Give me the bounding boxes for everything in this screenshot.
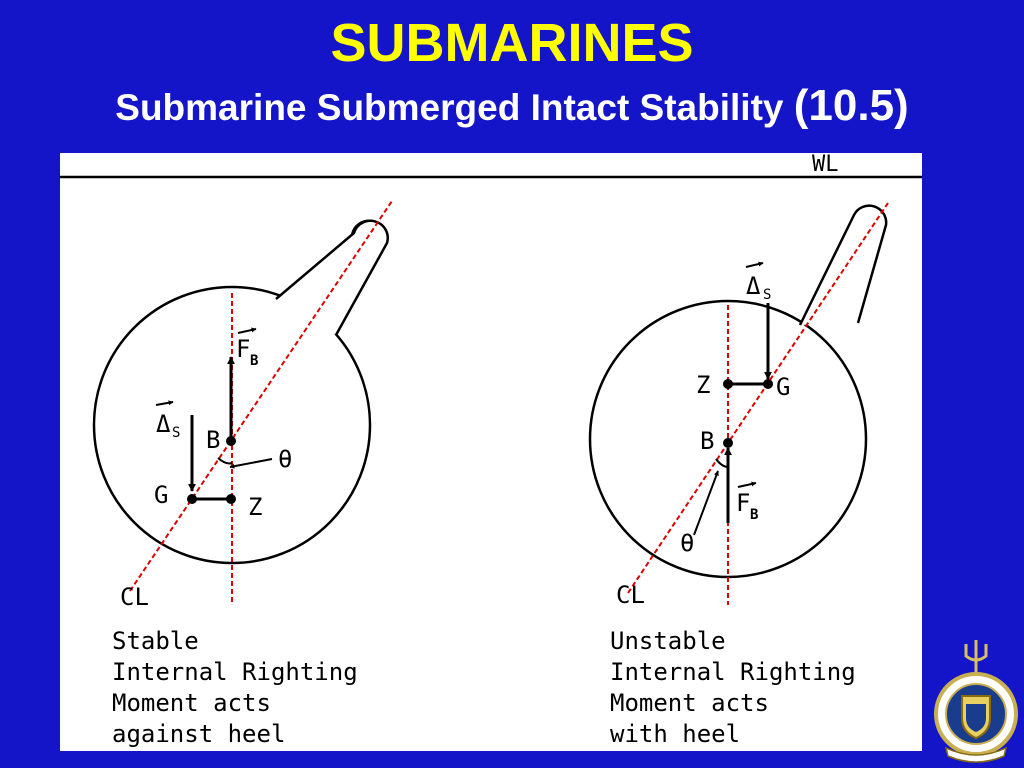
unstable-caption-line-4: with heel	[610, 720, 740, 748]
unstable-angle-pointer	[693, 470, 719, 536]
unstable-displacement-label: Δ	[746, 272, 761, 300]
stable-centerline-label: CL	[120, 583, 149, 611]
unstable-point-b-label: B	[700, 427, 714, 455]
page-title: SUBMARINES	[330, 13, 694, 73]
stable-point-z	[226, 494, 236, 504]
naval-academy-crest-logo	[934, 640, 1018, 763]
unstable-buoyancy-sub: B	[750, 507, 758, 523]
stable-caption-line-2: Internal Righting	[112, 658, 358, 686]
unstable-heeled-centerline	[627, 202, 889, 594]
unstable-point-g-label: G	[776, 373, 790, 401]
unstable-caption-line-1: Unstable	[610, 627, 726, 655]
stable-point-g-label: G	[154, 481, 168, 509]
unstable-caption-line-2: Internal Righting	[610, 658, 856, 686]
unstable-point-g	[763, 379, 773, 389]
stable-angle-arc	[217, 457, 233, 465]
unstable-angle-label: θ	[680, 529, 694, 557]
unstable-point-b	[723, 438, 733, 448]
stable-point-b-label: B	[206, 426, 220, 454]
subtitle-text: Submarine Submerged Intact Stability	[115, 87, 784, 128]
unstable-angle-arc	[715, 458, 729, 468]
stable-point-z-label: Z	[248, 493, 262, 521]
unstable-buoyancy-label: F	[736, 489, 750, 517]
unstable-caption-line-3: Moment acts	[610, 689, 769, 717]
stable-heeled-centerline	[129, 200, 393, 592]
stable-section: F B Δ S B G Z θ CL Stable Internal Right…	[92, 200, 393, 748]
waterline-label: WL	[812, 153, 839, 177]
stable-angle-label: θ	[278, 445, 292, 473]
unstable-displacement-sub: S	[763, 287, 771, 303]
stable-caption-line-4: against heel	[112, 720, 285, 748]
stable-displacement-sub: S	[172, 425, 180, 441]
unstable-displacement-vector-bar	[745, 261, 764, 268]
stable-caption-line-3: Moment acts	[112, 689, 271, 717]
unstable-point-z-label: Z	[696, 371, 710, 399]
unstable-sail	[798, 204, 888, 326]
stable-buoyancy-vector-bar	[237, 327, 257, 334]
stable-point-g	[187, 494, 197, 504]
section-number: (10.5)	[793, 81, 909, 130]
stability-diagram: WL F B	[60, 153, 922, 748]
stable-displacement-label: Δ	[156, 410, 171, 438]
stable-buoyancy-label: F	[236, 335, 250, 363]
unstable-section: Δ S Z G B F B θ CL Unstable Internal Rig…	[588, 202, 889, 748]
stable-buoyancy-sub: B	[250, 353, 258, 369]
stable-displacement-vector-bar	[155, 400, 174, 406]
stability-figure: WL F B	[60, 153, 922, 751]
page-subtitle: Submarine Submerged Intact Stability (10…	[0, 82, 1024, 132]
stable-point-b	[226, 436, 236, 446]
stable-caption-line-1: Stable	[112, 627, 199, 655]
unstable-buoyancy-vector-bar	[737, 481, 757, 488]
unstable-point-z	[723, 379, 733, 389]
unstable-centerline-label: CL	[616, 581, 645, 609]
stable-angle-pointer	[229, 458, 273, 469]
